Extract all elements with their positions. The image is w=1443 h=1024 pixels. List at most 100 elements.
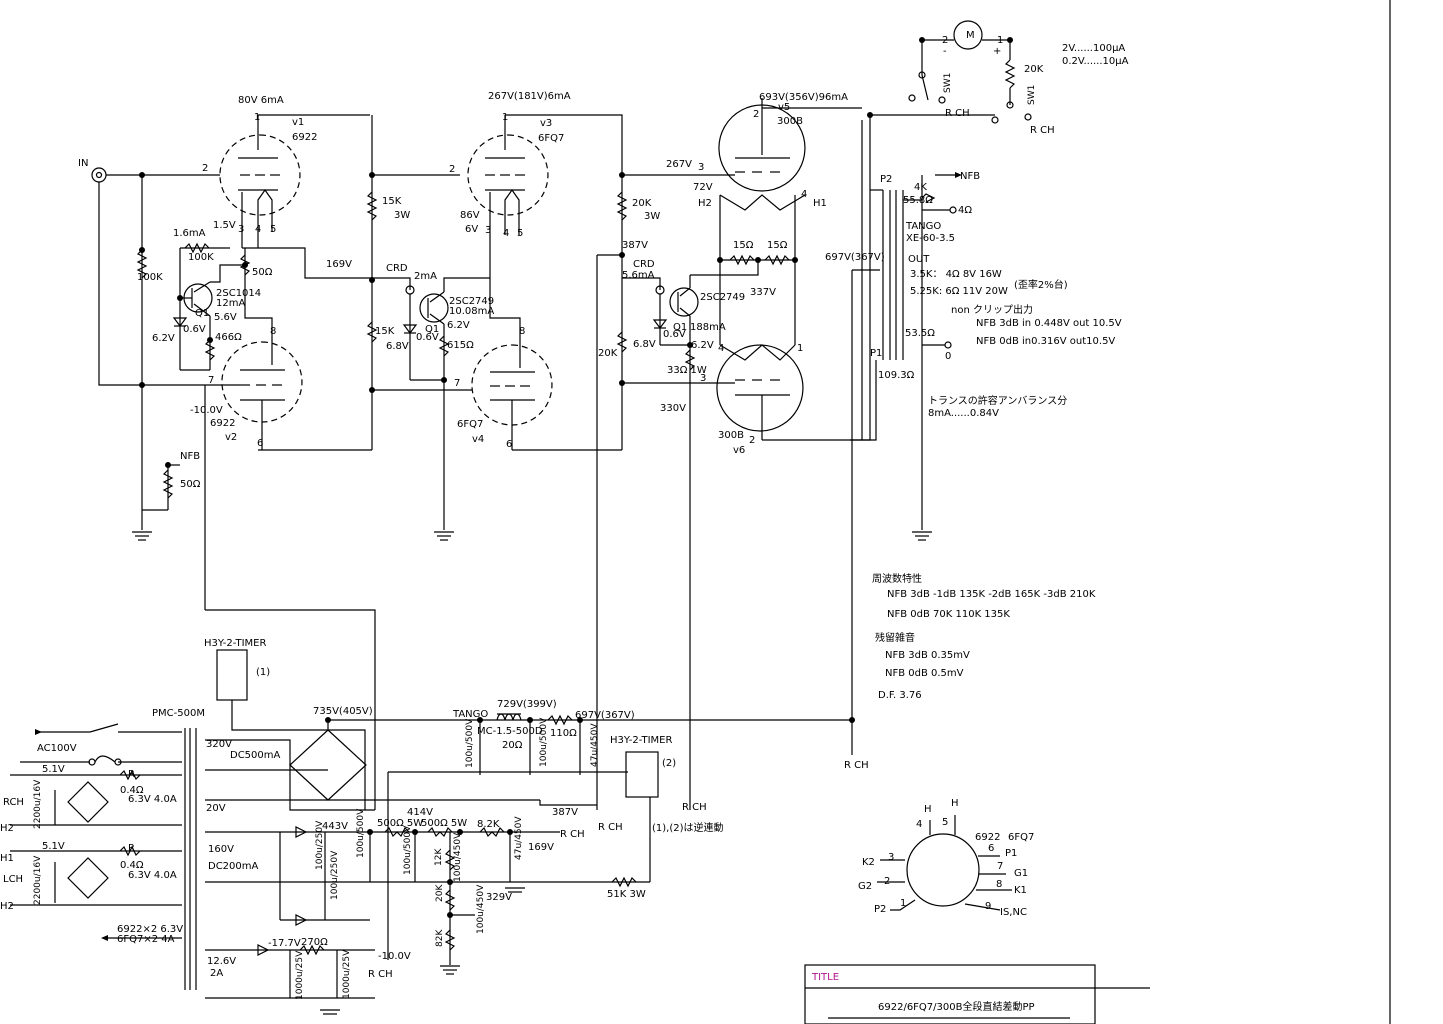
schematic-label: 466Ω xyxy=(215,332,242,343)
schematic-label: NFB 3dB in 0.448V out 10.5V xyxy=(976,318,1122,329)
schematic-label: H2 xyxy=(0,823,14,834)
component-value-label: 1000u/25V xyxy=(295,950,305,1000)
schematic-label: 0.6V xyxy=(416,332,439,343)
schematic-label: 12mA xyxy=(216,298,245,309)
schematic-label: 2 xyxy=(753,109,759,120)
schematic-label: 6.2V xyxy=(152,333,175,344)
schematic-label: 残留雑音 xyxy=(875,631,915,644)
component-value-label: 100u/500V xyxy=(356,808,366,858)
schematic-label: H xyxy=(924,804,932,815)
schematic-label: 337V xyxy=(750,287,776,298)
schematic-label: 86V xyxy=(460,210,480,221)
schematic-label: 6922 xyxy=(292,132,317,143)
schematic-label: 100K xyxy=(188,252,214,263)
schematic-label: 500Ω 5W xyxy=(421,818,467,829)
schematic-label: 4 xyxy=(503,228,509,239)
schematic-label: Q1 xyxy=(195,308,209,319)
schematic-label: 0 xyxy=(945,351,951,362)
schematic-label: K1 xyxy=(1014,885,1027,896)
component-value-label: 100u/250V xyxy=(315,820,325,870)
schematic-label: 20K xyxy=(1024,64,1044,75)
schematic-label: トランスの許容アンバランス分 xyxy=(928,394,1067,407)
schematic-label: 6.8V xyxy=(633,339,656,350)
schematic-label: K2 xyxy=(862,857,875,868)
schematic-label: 4 xyxy=(255,224,261,235)
schematic-label: 20K xyxy=(632,198,652,209)
schematic-label: 20K xyxy=(598,348,618,359)
schematic-label: R CH xyxy=(945,108,970,119)
component-value-label: 12K xyxy=(434,848,444,866)
schematic-label: 169V xyxy=(326,259,352,270)
schematic-label: (2) xyxy=(662,758,676,769)
schematic-label: 1.5V xyxy=(213,220,236,231)
component-value-label: SW1 xyxy=(943,73,953,93)
schematic-label: NFB xyxy=(180,451,200,462)
schematic-label: TANGO xyxy=(452,709,488,720)
schematic-label: 1 xyxy=(797,343,803,354)
schematic-label: Q1 xyxy=(425,324,439,335)
schematic-label: 330V xyxy=(660,403,686,414)
schematic-label: 387V xyxy=(552,807,578,818)
schematic-label: 267V xyxy=(666,159,692,170)
schematic-label: 6 xyxy=(257,438,263,449)
schematic-label: 4K xyxy=(914,182,927,193)
component-value-label: 100u/250V xyxy=(330,850,340,900)
schematic-label: 5.1V xyxy=(42,764,65,775)
schematic-label: R xyxy=(128,843,135,854)
schematic-label: 8.2K xyxy=(477,819,500,830)
schematic-label: NFB xyxy=(960,171,980,182)
schematic-label: + xyxy=(993,46,1001,57)
schematic-label: H3Y-2-TIMER xyxy=(204,638,266,649)
schematic-label: OUT xyxy=(908,254,930,265)
schematic-label: 80V 6mA xyxy=(238,95,284,106)
schematic-label: 443V xyxy=(322,821,348,832)
schematic-label: AC100V xyxy=(37,743,77,754)
schematic-label: H1 xyxy=(813,198,827,209)
schematic-label: 188mA xyxy=(690,322,726,333)
schematic-label: v5 xyxy=(778,102,790,113)
schematic-label: (歪率2%台) xyxy=(1014,278,1068,291)
schematic-label: H3Y-2-TIMER xyxy=(610,735,672,746)
schematic-label: 4Ω xyxy=(958,205,972,216)
schematic-label: 3W xyxy=(644,211,660,222)
schematic-label: CRD xyxy=(386,263,408,274)
schematic-label: H xyxy=(951,798,959,809)
schematic-label: 100K xyxy=(137,272,163,283)
schematic-label: 0.6V xyxy=(663,329,686,340)
schematic-label: 8mA......0.84V xyxy=(928,408,999,419)
schematic-label: 12.6V xyxy=(207,956,236,967)
schematic-label: 0.6V xyxy=(183,324,206,335)
schematic-label: 3W xyxy=(394,210,410,221)
schematic-label: H1 xyxy=(0,853,14,864)
circuit-wiring xyxy=(10,0,1391,1024)
schematic-label: 109.3Ω xyxy=(878,370,915,381)
component-value-label: 100u/500V xyxy=(539,717,549,767)
schematic-label: 55.8Ω xyxy=(903,195,933,206)
schematic-label: 500Ω 5W xyxy=(377,818,423,829)
schematic-label: 3.5K： 4Ω 8V 16W xyxy=(910,269,1002,280)
schematic-label: 1 xyxy=(502,112,508,123)
schematic-label: 6.3V 4.0A xyxy=(128,794,177,805)
schematic-label: 4 xyxy=(916,819,922,830)
schematic-label: R CH xyxy=(1030,125,1055,136)
component-value-label: 2200u/16V xyxy=(33,855,43,905)
component-value-label: 2200u/16V xyxy=(33,779,43,829)
schematic-label: 1 xyxy=(900,898,906,909)
schematic-label: v6 xyxy=(733,445,745,456)
schematic-label: 6 xyxy=(988,843,994,854)
schematic-label: 15K xyxy=(382,196,402,207)
title-label: TITLE xyxy=(811,972,839,983)
schematic-label: 6.3V 4.0A xyxy=(128,870,177,881)
schematic-label: H2 xyxy=(698,198,712,209)
component-value-label: 20K xyxy=(435,884,445,902)
schematic-label: R CH xyxy=(682,802,707,813)
component-value-label: 100u/450V xyxy=(476,884,486,934)
schematic-label: 0.4Ω xyxy=(120,860,144,871)
schematic-label: v4 xyxy=(472,434,484,445)
schematic-label: G1 xyxy=(1014,868,1028,879)
schematic-label: P2 xyxy=(880,174,892,185)
schematic-label: 6FQ7×2 4A xyxy=(117,934,175,945)
schematic-label: - xyxy=(943,46,947,57)
component-value-label: 82K xyxy=(435,929,445,947)
